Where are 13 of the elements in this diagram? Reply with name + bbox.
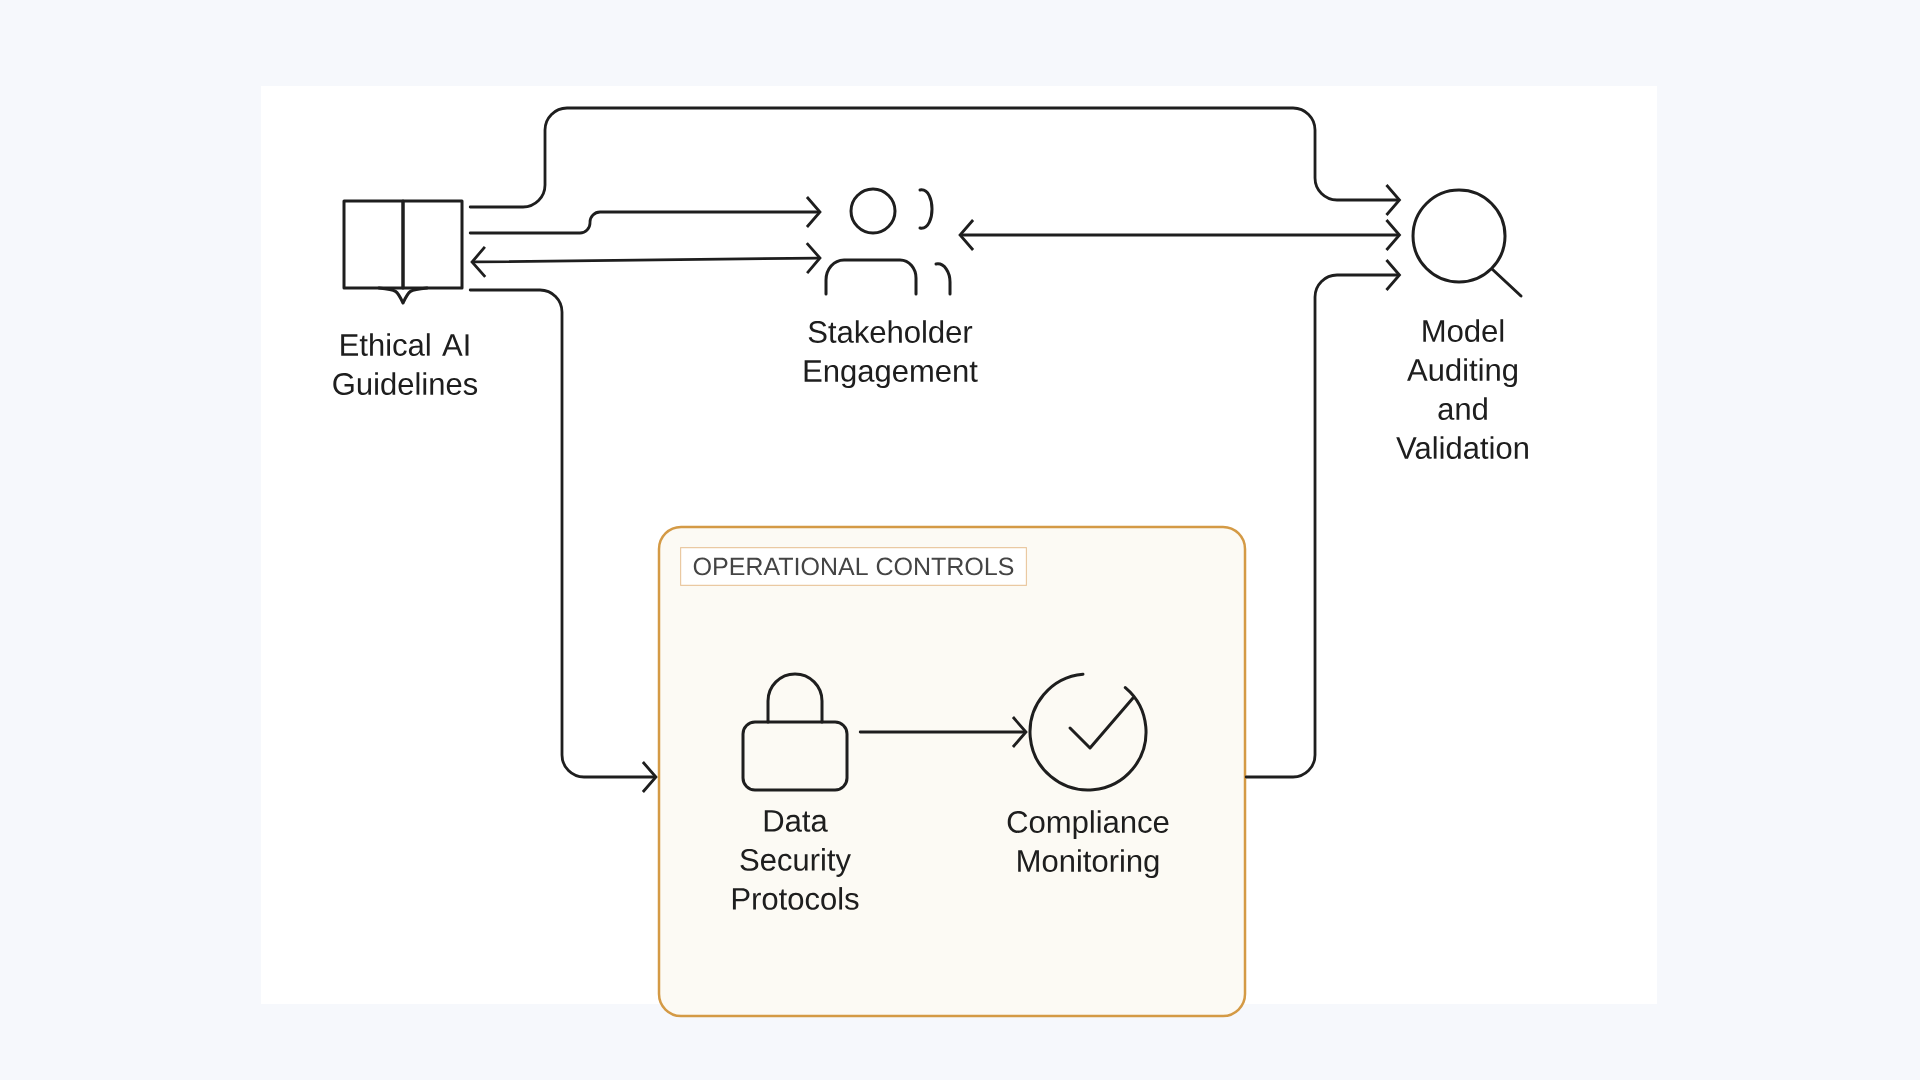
- icon-label: Data Security Protocols: [732, 810, 859, 910]
- arrow: [1244, 259, 1402, 779]
- arrow: [858, 716, 1028, 748]
- arrow: [468, 106, 1402, 216]
- arrow: [958, 219, 1402, 251]
- icon-label: Compliance Monitoring: [1007, 810, 1169, 879]
- arrow: [468, 288, 658, 793]
- icon-label: Stakeholder Engagement: [804, 320, 978, 389]
- arrow: [470, 242, 822, 278]
- group-heading: OPERATIONAL CONTROLS: [680, 547, 1028, 586]
- icon-label: Model Auditing and Validation: [1396, 319, 1528, 459]
- arrow: [468, 196, 822, 235]
- icon-label: Ethical AI Guidelines: [333, 333, 478, 395]
